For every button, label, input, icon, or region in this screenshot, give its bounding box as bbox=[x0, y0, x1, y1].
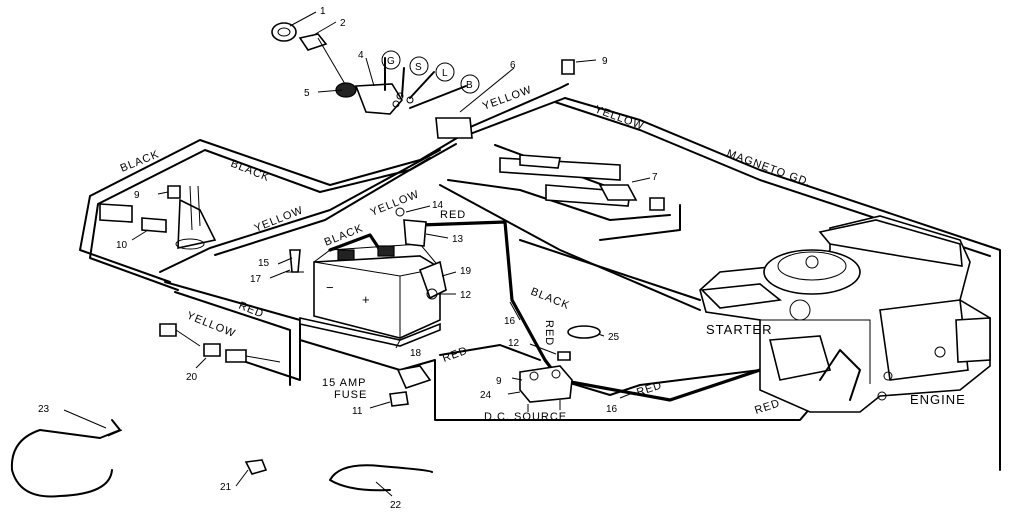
part-16-top: 16 bbox=[504, 316, 516, 327]
engine bbox=[699, 215, 991, 413]
wire-label-yellow-bottom-left: YELLOW bbox=[185, 310, 238, 341]
nut-21 bbox=[244, 459, 268, 475]
connector-20 bbox=[159, 323, 281, 363]
svg-text:−: − bbox=[326, 280, 335, 295]
part-21: 21 bbox=[220, 482, 232, 493]
part-23: 23 bbox=[38, 404, 50, 415]
part-22: 22 bbox=[390, 500, 402, 511]
part-9-top: 9 bbox=[602, 56, 608, 67]
grommet bbox=[567, 325, 601, 339]
fuse-holder bbox=[389, 391, 409, 407]
component-text-labels: STARTER ENGINE 15 AMP FUSE D.C. SOURCE bbox=[322, 322, 966, 423]
label-fuse: FUSE bbox=[334, 389, 367, 401]
part-20: 20 bbox=[186, 372, 198, 383]
part-12-bottom: 12 bbox=[508, 338, 520, 349]
mounting-bracket bbox=[499, 154, 665, 211]
wire-label-red-bottom: RED bbox=[753, 397, 782, 417]
ignition-switch-assembly bbox=[271, 22, 467, 115]
part-25: 25 bbox=[608, 332, 620, 343]
part-1: 1 bbox=[320, 6, 326, 17]
seat-switch bbox=[99, 185, 217, 250]
part-18: 18 bbox=[410, 348, 422, 359]
label-fuse-amp: 15 AMP bbox=[322, 377, 367, 389]
part-2: 2 bbox=[340, 18, 346, 29]
wire-label-black-right: BLACK bbox=[529, 286, 572, 313]
svg-text:+: + bbox=[362, 292, 371, 307]
fuse-bracket bbox=[396, 365, 432, 389]
terminal-markers bbox=[381, 50, 480, 94]
part-4: 4 bbox=[358, 50, 364, 61]
part-9-left: 9 bbox=[134, 190, 140, 201]
relay-terminal bbox=[403, 219, 427, 247]
wire-label-red-relay: RED bbox=[440, 209, 466, 221]
part-16-bottom: 16 bbox=[606, 404, 618, 415]
label-starter: STARTER bbox=[706, 322, 772, 337]
part-11: 11 bbox=[352, 406, 363, 417]
bolt-top bbox=[561, 59, 575, 75]
solenoid bbox=[519, 351, 573, 412]
part-24: 24 bbox=[480, 390, 492, 401]
part-13: 13 bbox=[452, 234, 464, 245]
part-6: 6 bbox=[510, 60, 516, 71]
label-engine: ENGINE bbox=[910, 392, 966, 407]
part-15: 15 bbox=[258, 258, 270, 269]
terminal-b: B bbox=[466, 80, 473, 91]
wire-label-red-source: RED bbox=[441, 345, 470, 365]
part-5: 5 bbox=[304, 88, 310, 99]
part-7: 7 bbox=[652, 172, 658, 183]
part-17: 17 bbox=[250, 274, 262, 285]
ground-bolt bbox=[289, 249, 301, 273]
part-19: 19 bbox=[460, 266, 472, 277]
wire-label-yellow-relay: YELLOW bbox=[369, 188, 422, 219]
wire-label-red-vertical: RED bbox=[543, 320, 555, 346]
part-12-top: 12 bbox=[460, 290, 472, 301]
terminal-s: S bbox=[415, 62, 422, 73]
terminal-g: G bbox=[387, 56, 395, 67]
battery: + − bbox=[299, 243, 441, 347]
connector-block bbox=[435, 117, 473, 139]
terminal-letters: G S L B bbox=[387, 56, 473, 91]
label-dc-source: D.C. SOURCE bbox=[484, 411, 567, 423]
battery-cable-clamp bbox=[418, 260, 447, 300]
wire-loop-23 bbox=[10, 419, 121, 498]
terminal-l: L bbox=[442, 68, 448, 79]
leader-lines bbox=[63, 11, 651, 497]
wire-harness bbox=[79, 83, 1001, 471]
part-numbers: 1 2 4 5 6 7 9 9 9 10 11 12 12 13 14 15 1… bbox=[38, 6, 658, 511]
part-9-bottom: 9 bbox=[496, 376, 502, 387]
part-14: 14 bbox=[432, 200, 444, 211]
part-10: 10 bbox=[116, 240, 128, 251]
wire-loop-22 bbox=[329, 464, 433, 492]
